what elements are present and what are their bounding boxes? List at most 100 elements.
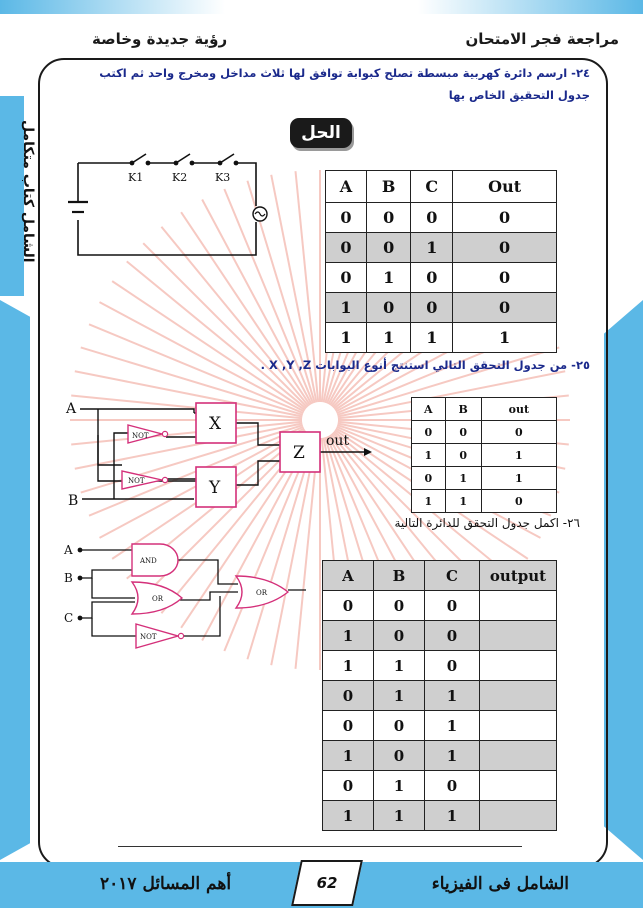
output-cell[interactable] bbox=[479, 680, 557, 711]
not-label-lower: NOT bbox=[128, 477, 145, 485]
table-cell: 1 bbox=[322, 620, 374, 651]
table-cell: 0 bbox=[444, 420, 482, 444]
table-header-cell: A bbox=[325, 170, 367, 203]
table-cell: 0 bbox=[480, 420, 558, 444]
switch-label-k2: K2 bbox=[172, 171, 187, 184]
table-cell: 0 bbox=[410, 292, 454, 323]
lamp-icon bbox=[252, 206, 268, 222]
header-right-title: مراجعة فجر الامتحان bbox=[465, 30, 619, 48]
not-gate bbox=[135, 623, 181, 649]
not-label-upper: NOT bbox=[132, 432, 149, 440]
table-cell: 0 bbox=[410, 262, 454, 293]
table-cell: 0 bbox=[452, 202, 557, 233]
sunburst-ray bbox=[294, 437, 320, 669]
table-cell: 0 bbox=[325, 202, 367, 233]
question-25: ٢٥- من جدول التحقق التالي استنتج أنوع ال… bbox=[260, 358, 590, 372]
output-cell[interactable] bbox=[479, 740, 557, 771]
gate-y-label: Y bbox=[208, 478, 221, 498]
output-cell[interactable] bbox=[479, 770, 557, 801]
sunburst-ray bbox=[71, 394, 303, 420]
table-cell: 0 bbox=[411, 466, 446, 490]
gate-z-box bbox=[279, 431, 321, 473]
table-cell: 0 bbox=[373, 710, 425, 741]
table-cell: 0 bbox=[424, 620, 480, 651]
output-cell[interactable] bbox=[479, 590, 557, 621]
table-cell: 0 bbox=[424, 590, 480, 621]
or-gate-2 bbox=[234, 575, 290, 609]
table-cell: 0 bbox=[365, 232, 412, 263]
question-26: ٢٦- اكمل جدول التحقق للدائرة التالية bbox=[394, 516, 580, 530]
footer-right-text: الشامل فى الفيزياء bbox=[431, 874, 569, 894]
not-gate-lower bbox=[121, 470, 163, 490]
table-cell: 0 bbox=[325, 232, 367, 263]
sunburst-ray bbox=[270, 174, 318, 403]
table-cell: 1 bbox=[365, 262, 412, 293]
footer-left-text: أهم المسائل ٢٠١٧ bbox=[100, 874, 232, 894]
table-header-cell: B bbox=[373, 560, 425, 591]
output-cell[interactable] bbox=[479, 650, 557, 681]
table-cell: 0 bbox=[373, 740, 425, 771]
page-number-box: 62 bbox=[291, 860, 363, 906]
table-cell: 0 bbox=[452, 292, 557, 323]
table-cell: 0 bbox=[424, 770, 480, 801]
table-cell: 1 bbox=[373, 650, 425, 681]
output-cell[interactable] bbox=[479, 620, 557, 651]
switch-label-k3: K3 bbox=[215, 171, 230, 184]
table-header-cell: out bbox=[480, 397, 558, 421]
table-cell: 1 bbox=[424, 740, 480, 771]
sunburst-ray bbox=[99, 301, 305, 413]
table-cell: 1 bbox=[325, 292, 367, 323]
table-cell: 0 bbox=[452, 232, 557, 263]
table-cell: 1 bbox=[444, 489, 482, 513]
logic-gate-circuit: AND OR OR NOT A B C bbox=[63, 543, 306, 649]
question-24: ٢٤- ارسم دائرة كهربية مبسطة تصلح كبوابة … bbox=[99, 66, 590, 102]
sunburst-ray bbox=[294, 171, 320, 403]
gate-z-label: Z bbox=[293, 443, 305, 463]
table-cell: 0 bbox=[444, 443, 482, 467]
left-side-band-lower bbox=[0, 300, 30, 860]
not-label: NOT bbox=[140, 633, 157, 641]
output-cell[interactable] bbox=[479, 710, 557, 741]
table-header-cell: output bbox=[479, 560, 557, 591]
solution-badge: الحل bbox=[290, 118, 352, 148]
table-header-cell: C bbox=[424, 560, 480, 591]
table-cell: 1 bbox=[444, 466, 482, 490]
sunburst-ray bbox=[270, 437, 318, 666]
table-header-row: A B C output bbox=[322, 560, 557, 591]
table-header-cell: A bbox=[411, 397, 446, 421]
table-cell: 1 bbox=[410, 322, 454, 353]
header-left-title: رؤية جديدة وخاصة bbox=[92, 30, 228, 48]
page-number: 62 bbox=[316, 874, 338, 892]
output-cell[interactable] bbox=[479, 800, 557, 831]
table-cell: 1 bbox=[424, 800, 480, 831]
sunburst-ray bbox=[88, 323, 304, 415]
arrow-icon bbox=[364, 448, 372, 456]
gate-x-label: X bbox=[209, 414, 222, 434]
table-cell: 0 bbox=[411, 420, 446, 444]
sunburst-ray bbox=[80, 346, 304, 416]
input-c-label: C bbox=[64, 611, 73, 625]
table-cell: 0 bbox=[322, 590, 374, 621]
or-label-2: OR bbox=[256, 589, 268, 597]
table-cell: 1 bbox=[373, 770, 425, 801]
or-label-1: OR bbox=[152, 595, 164, 603]
table-header-cell: B bbox=[444, 397, 482, 421]
table-cell: 1 bbox=[373, 800, 425, 831]
sunburst-ray bbox=[74, 422, 303, 470]
right-side-band bbox=[604, 300, 643, 860]
table-cell: 0 bbox=[452, 262, 557, 293]
sunburst-ray bbox=[337, 370, 566, 418]
table-header-row: A B C Out bbox=[325, 170, 557, 203]
